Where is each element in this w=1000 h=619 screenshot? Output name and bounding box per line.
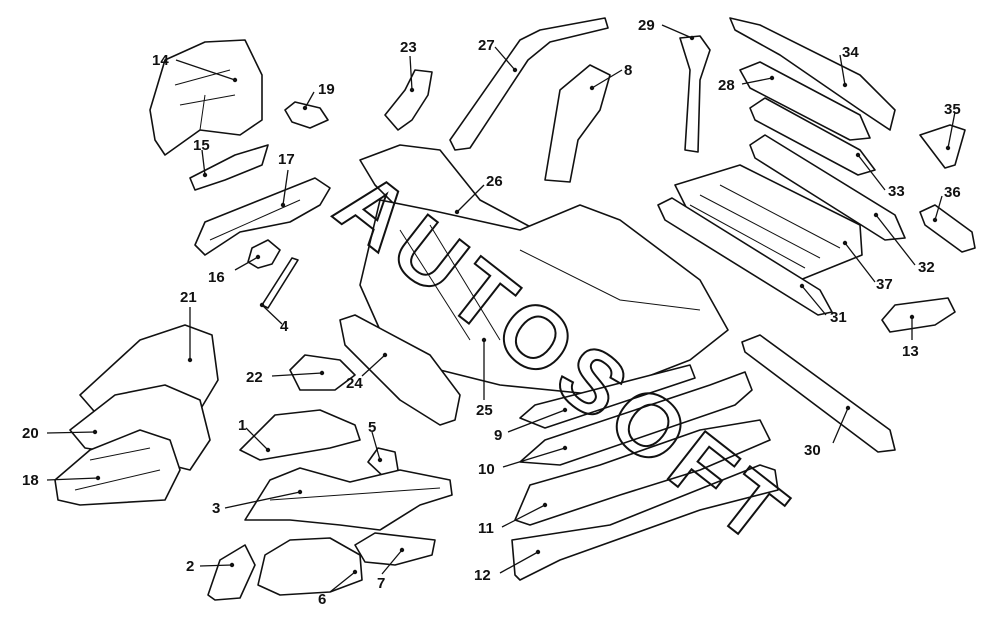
part-4-shape [261,257,299,309]
callout-29: 29 [638,17,655,34]
callout-14: 14 [152,52,169,69]
part-34-shape [729,17,896,131]
leader-lines [46,24,956,593]
part-29-shape [679,35,711,153]
callout-2: 2 [186,558,194,575]
part-3-shape [244,467,453,531]
callout-37: 37 [876,276,893,293]
callout-18: 18 [22,472,39,489]
part-11-shape [514,419,771,526]
part-25-shape [359,199,729,396]
part-32-shape [749,134,906,241]
part-8-shape [544,64,611,183]
callout-1: 1 [238,417,246,434]
part-10-shape [519,371,753,466]
callout-35: 35 [944,101,961,118]
part-24-shape [339,314,461,426]
callout-12: 12 [474,567,491,584]
callout-21: 21 [180,289,197,306]
part-31-shape [657,197,833,316]
callout-34: 34 [842,44,859,61]
part-27-shape [449,17,609,151]
callout-16: 16 [208,269,225,286]
part-1-shape [239,409,361,461]
callout-20: 20 [22,425,39,442]
part-33-shape [749,97,876,176]
part-35-shape [919,124,966,169]
callout-13: 13 [902,343,919,360]
callout-15: 15 [193,137,210,154]
callout-4: 4 [280,318,289,335]
callout-22: 22 [246,369,263,386]
part-30-shape [741,334,896,453]
callout-26: 26 [486,173,503,190]
callout-24: 24 [346,375,363,392]
part-13-shape [881,297,956,333]
part-18-shape [54,429,181,506]
callout-31: 31 [830,309,847,326]
callout-19: 19 [318,81,335,98]
part-12-shape [511,464,779,581]
part-6-shape [257,537,363,596]
part-36-shape [919,204,976,253]
part-28-shape [739,61,871,141]
part-7-shape [354,532,436,566]
callout-10: 10 [478,461,495,478]
part-2-shape [207,544,256,601]
parts-layer [54,17,976,601]
callout-30: 30 [804,442,821,459]
callout-6: 6 [318,591,326,608]
callout-7: 7 [377,575,385,592]
callout-17: 17 [278,151,295,168]
callout-36: 36 [944,184,961,201]
callout-23: 23 [400,39,417,56]
callout-25: 25 [476,402,493,419]
callout-5: 5 [368,419,376,436]
callout-27: 27 [478,37,495,54]
part-15-shape [189,144,269,191]
callout-28: 28 [718,77,735,94]
part-14-shape [149,39,263,156]
part-9-shape [519,364,696,429]
callout-32: 32 [918,259,935,276]
callout-3: 3 [212,500,220,517]
part-23-shape [384,69,433,131]
part-19-shape [284,101,329,129]
callout-9: 9 [494,427,502,444]
callout-8: 8 [624,62,632,79]
part-16-shape [247,239,281,269]
callout-labels: 14 15 17 19 16 4 21 20 18 22 24 23 27 8 … [22,17,961,608]
callout-11: 11 [478,520,494,537]
callout-33: 33 [888,183,905,200]
